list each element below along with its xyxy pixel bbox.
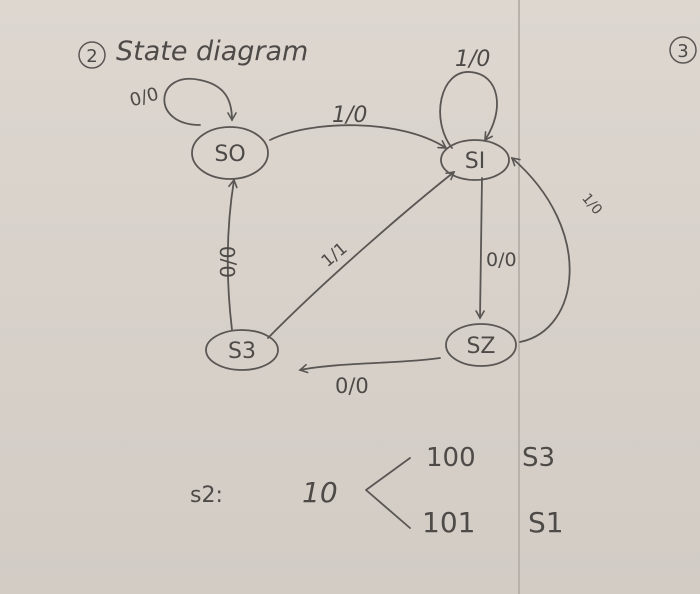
branch-bracket bbox=[365, 457, 411, 529]
section-number: 2 bbox=[86, 46, 97, 67]
state-label-s3: S3 bbox=[228, 339, 256, 364]
edge-label-s2-s3: 0/0 bbox=[335, 374, 369, 398]
edge-s1-self bbox=[439, 71, 498, 149]
s2-transition-note: s2: 10 100 S3 101 S1 bbox=[190, 443, 564, 539]
edge-label-s0-s1: 1/0 bbox=[332, 103, 367, 128]
edge-s0-self bbox=[163, 77, 237, 126]
transitions: 0/0 1/0 1/0 0/0 1/0 0/0 0/0 1/1 bbox=[128, 47, 606, 398]
branch-code-1: 100 bbox=[426, 443, 476, 473]
note-state: s2: bbox=[190, 483, 223, 508]
edge-label-s3-s1: 1/1 bbox=[318, 239, 352, 272]
edge-label-s0-self: 0/0 bbox=[128, 84, 161, 112]
edge-s2-s3 bbox=[298, 357, 441, 374]
state-label-s0: SO bbox=[214, 142, 245, 167]
edge-s1-s2 bbox=[475, 177, 485, 320]
section-number-circle bbox=[78, 41, 106, 69]
state-s3: S3 bbox=[205, 329, 279, 371]
edge-label-s3-s0: 0/0 bbox=[216, 246, 240, 278]
state-s2: SZ bbox=[445, 323, 517, 367]
edge-s2-s1 bbox=[510, 156, 571, 343]
branch-next-2: S1 bbox=[528, 506, 564, 539]
edge-s0-s1 bbox=[269, 124, 448, 149]
states: SO SI SZ S3 bbox=[191, 126, 517, 371]
edge-label-s1-self: 1/0 bbox=[455, 47, 490, 72]
state-label-s1: SI bbox=[465, 149, 485, 174]
branch-next-1: S3 bbox=[522, 443, 555, 473]
state-s0: SO bbox=[191, 126, 269, 180]
edge-s3-s0 bbox=[226, 178, 238, 331]
edge-label-s2-s1: 1/0 bbox=[578, 191, 605, 219]
heading: 2 State diagram 3 bbox=[78, 36, 697, 69]
next-section-number: 3 bbox=[677, 41, 688, 62]
state-label-s2: SZ bbox=[466, 334, 495, 359]
edge-label-s1-s2: 0/0 bbox=[486, 249, 517, 271]
page-title: State diagram bbox=[116, 36, 308, 67]
edge-s3-s1 bbox=[267, 170, 456, 339]
note-bits: 10 bbox=[302, 476, 338, 509]
branch-code-2: 101 bbox=[422, 506, 475, 539]
state-s1: SI bbox=[440, 139, 510, 181]
next-section-circle bbox=[669, 36, 697, 64]
